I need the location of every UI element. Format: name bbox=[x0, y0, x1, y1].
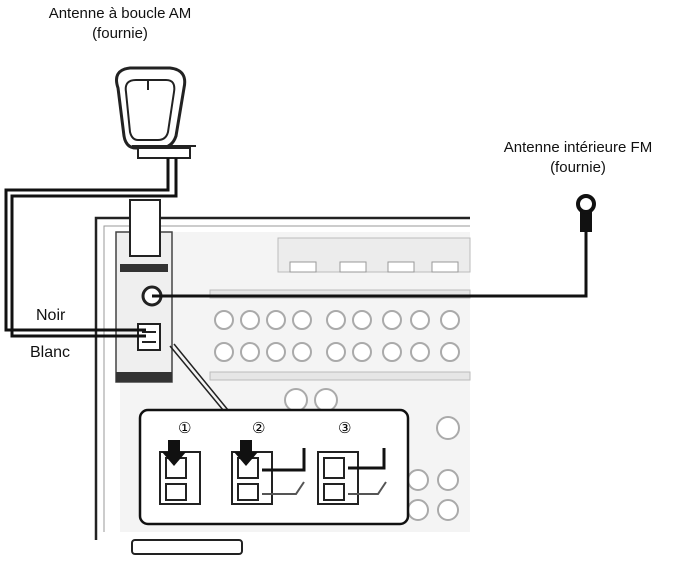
am-loop-antenna bbox=[115, 66, 196, 159]
fm-antenna-subtitle: (fournie) bbox=[550, 159, 606, 176]
black-wire-label: Noir bbox=[36, 307, 66, 324]
press-down-arrow-icon bbox=[162, 440, 186, 466]
step-3-number: ③ bbox=[338, 419, 351, 437]
step-1-terminal: ① bbox=[159, 419, 201, 505]
fm-antenna-cable bbox=[152, 194, 596, 298]
connection-steps-inset: ① ② ③ bbox=[138, 408, 410, 526]
step-3-terminal: ③ bbox=[317, 419, 387, 505]
fm-antenna-title: Antenne intérieure FM bbox=[503, 139, 653, 156]
step-2-number: ② bbox=[252, 419, 265, 437]
am-antenna-title: Antenne à boucle AM bbox=[48, 5, 192, 22]
step-2-terminal: ② bbox=[231, 419, 306, 505]
fm-antenna-label: Antenne intérieure FM (fournie) bbox=[478, 138, 678, 178]
white-wire-label: Blanc bbox=[30, 344, 71, 361]
am-antenna-label: Antenne à boucle AM (fournie) bbox=[20, 4, 220, 44]
am-antenna-subtitle: (fournie) bbox=[92, 25, 148, 42]
am-antenna-cable bbox=[4, 158, 178, 338]
am-antenna-clip bbox=[129, 199, 161, 257]
press-down-arrow-icon bbox=[234, 440, 258, 466]
step-1-number: ① bbox=[178, 419, 191, 437]
